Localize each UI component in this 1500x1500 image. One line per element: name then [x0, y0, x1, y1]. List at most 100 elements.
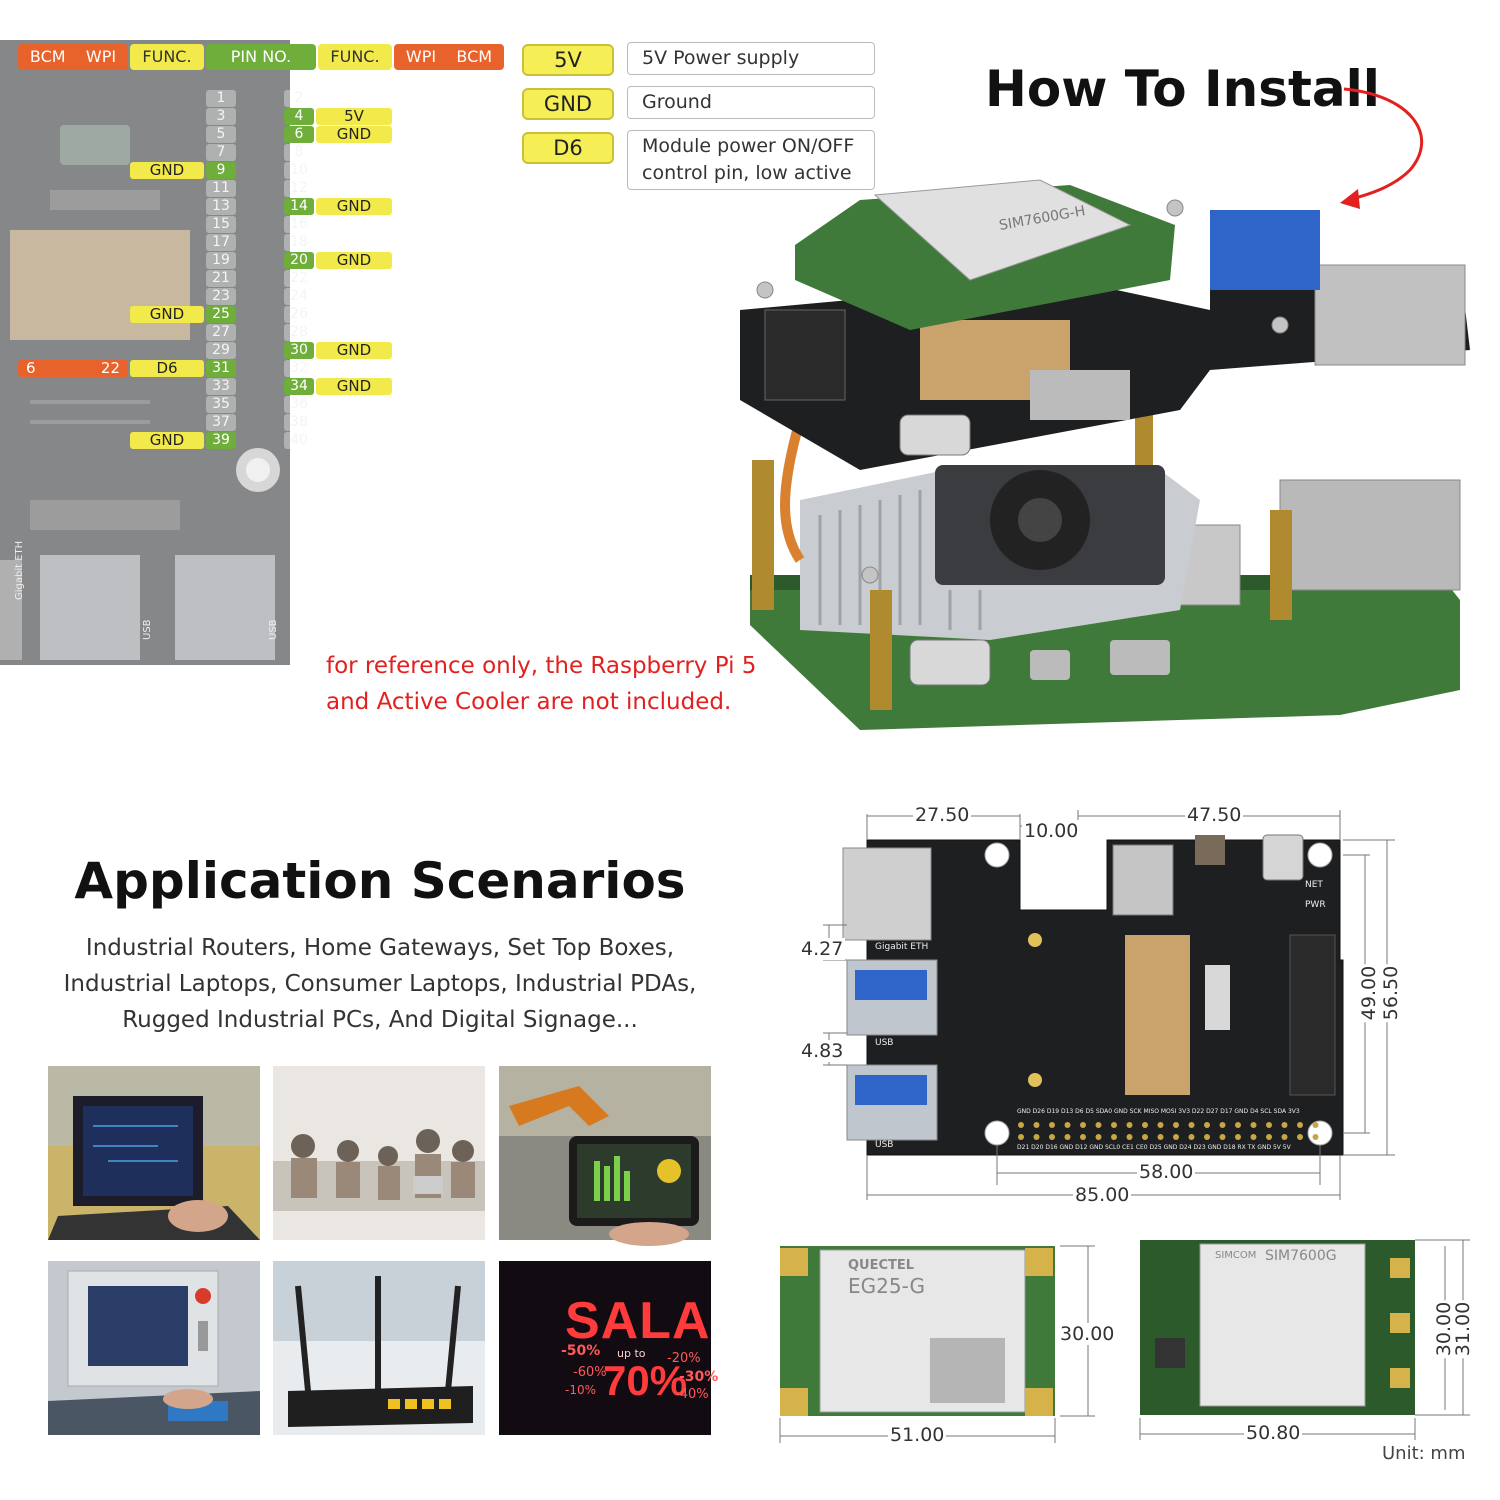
module-right-width: 50.80 — [1244, 1422, 1303, 1444]
pin-31-bcm: 6 — [26, 359, 36, 377]
dim-board-label-pwr: PWR — [1305, 900, 1326, 910]
dim-bottom-outer: 85.00 — [1073, 1184, 1132, 1206]
pin-33: 33 — [206, 378, 236, 395]
module-left-model: EG25-G — [848, 1274, 926, 1298]
pin-36: 36 — [284, 396, 314, 413]
pin-func-9: GND — [130, 162, 204, 179]
pin-func-20: GND — [316, 252, 392, 269]
install-stack-illustration: SIM7600G-H — [740, 179, 1470, 730]
gpio-pin-dot — [1297, 1134, 1303, 1140]
pin-func-34: GND — [316, 378, 392, 395]
pin-13: 13 — [206, 198, 236, 215]
pin-func-31: D6 — [130, 360, 204, 377]
dim-top-left: 27.50 — [913, 804, 972, 826]
signage-discount-4: -30% — [679, 1369, 719, 1385]
gpio-pin-dot — [1250, 1134, 1257, 1140]
pin-39: 39 — [206, 432, 236, 449]
install-arrow — [1340, 87, 1423, 209]
gpio-pin-dot — [1235, 1122, 1241, 1128]
pin-4: 4 — [284, 108, 314, 125]
legend-desc-5v: 5V Power supply — [627, 42, 875, 75]
legend-key-d6: D6 — [522, 132, 614, 164]
gpio-pin-dot — [1111, 1134, 1117, 1140]
pin-24: 24 — [284, 288, 314, 305]
pin-11: 11 — [206, 180, 236, 197]
pin-15: 15 — [206, 216, 236, 233]
legend-key-5v: 5V — [522, 44, 614, 76]
module-illustrations — [779, 1239, 1470, 1443]
gpio-pin-dot — [1080, 1122, 1086, 1128]
gpio-pin-dot — [1250, 1122, 1257, 1128]
dim-right-outer: 56.50 — [1380, 963, 1403, 1023]
pin-3: 3 — [206, 108, 236, 125]
pin-26: 26 — [284, 306, 314, 323]
module-left-brand: QUECTEL — [848, 1258, 915, 1273]
gpio-pin-dot — [1126, 1122, 1133, 1128]
header-func-right: FUNC. — [318, 44, 392, 70]
pin-5: 5 — [206, 126, 236, 143]
gpio-pin-dot — [1095, 1122, 1102, 1128]
family-laptops-photo — [273, 1066, 485, 1240]
dim-top-gap: 10.00 — [1022, 820, 1081, 842]
gpio-pin-dot — [1080, 1134, 1086, 1140]
dim-top-right: 47.50 — [1185, 804, 1244, 826]
pinout-header-row: BCM WPI FUNC. PIN NO. FUNC. WPI BCM — [18, 44, 504, 72]
pin-1: 1 — [206, 90, 236, 107]
pin-12: 12 — [284, 180, 314, 197]
dimension-drawing: 27.50 10.00 47.50 4.27 4.83 49.00 56.50 … — [795, 800, 1405, 1210]
module-left-width: 51.00 — [888, 1424, 947, 1446]
gpio-pin-dot — [1049, 1134, 1055, 1140]
pin-34: 34 — [284, 378, 314, 395]
dim-pin-labels-top: GND D26 D19 D13 D6 D5 SDA0 GND SCK MISO … — [1017, 1108, 1300, 1115]
gpio-pin-dot — [1157, 1122, 1164, 1128]
gpio-pin-dot — [1219, 1134, 1226, 1140]
pin-30: 30 — [284, 342, 314, 359]
header-pin-no: PIN NO. — [206, 44, 316, 70]
reference-note: for reference only, the Raspberry Pi 5 a… — [326, 653, 757, 715]
digital-signage-photo: SALA -50% up to 70% -20% -60% -30% -10% … — [499, 1261, 718, 1435]
pinout-board: Gigabit ETH USB USB — [0, 40, 290, 665]
pin-6: 6 — [284, 126, 314, 143]
signage-sale-text: SALA — [565, 1292, 711, 1350]
pin-func-30: GND — [316, 342, 392, 359]
pin-18: 18 — [284, 234, 314, 251]
pin-37: 37 — [206, 414, 236, 431]
gpio-pin-dot — [1142, 1122, 1148, 1128]
gpio-pin-dot — [1111, 1122, 1117, 1128]
gpio-pin-dot — [1033, 1122, 1040, 1128]
board-label-eth: Gigabit ETH — [14, 540, 25, 600]
gpio-pin-dot — [1033, 1134, 1040, 1140]
scenarios-title: Application Scenarios — [74, 852, 686, 910]
signage-discount-1: -50% — [561, 1343, 601, 1359]
pin-31-bcm-wpi: 6 22 — [18, 360, 128, 377]
router-photo — [273, 1261, 485, 1435]
gpio-pin-dot — [1064, 1122, 1071, 1128]
dim-board-label-eth: Gigabit ETH — [875, 942, 929, 952]
pin-31-wpi: 22 — [100, 359, 120, 377]
gpio-pin-dot — [1219, 1122, 1226, 1128]
gpio-pin-dot — [1281, 1134, 1288, 1140]
gpio-pin-dot — [1126, 1134, 1133, 1140]
pin-func-39: GND — [130, 432, 204, 449]
dim-board-label-usb-2: USB — [875, 1140, 894, 1150]
gpio-pin-dot — [1095, 1134, 1102, 1140]
pin-func-4: 5V — [316, 108, 392, 125]
pin-32: 32 — [284, 360, 314, 377]
board-label-usb-2: USB — [268, 619, 279, 640]
module-right-model: SIM7600G — [1265, 1248, 1337, 1264]
pin-29: 29 — [206, 342, 236, 359]
gpio-pin-dot — [1064, 1134, 1071, 1140]
pin-40: 40 — [284, 432, 314, 449]
pin-27: 27 — [206, 324, 236, 341]
pin-func-6: GND — [316, 126, 392, 143]
pin-38: 38 — [284, 414, 314, 431]
header-func-left: FUNC. — [130, 44, 204, 70]
install-title: How To Install — [985, 60, 1380, 118]
unit-label: Unit: mm — [1382, 1443, 1466, 1464]
pin-28: 28 — [284, 324, 314, 341]
dim-bottom-inner: 58.00 — [1137, 1161, 1196, 1183]
dim-board-label-net: NET — [1305, 880, 1323, 890]
gpio-pin-dot — [1204, 1134, 1210, 1140]
pin-7: 7 — [206, 144, 236, 161]
pin-8: 8 — [284, 144, 314, 161]
